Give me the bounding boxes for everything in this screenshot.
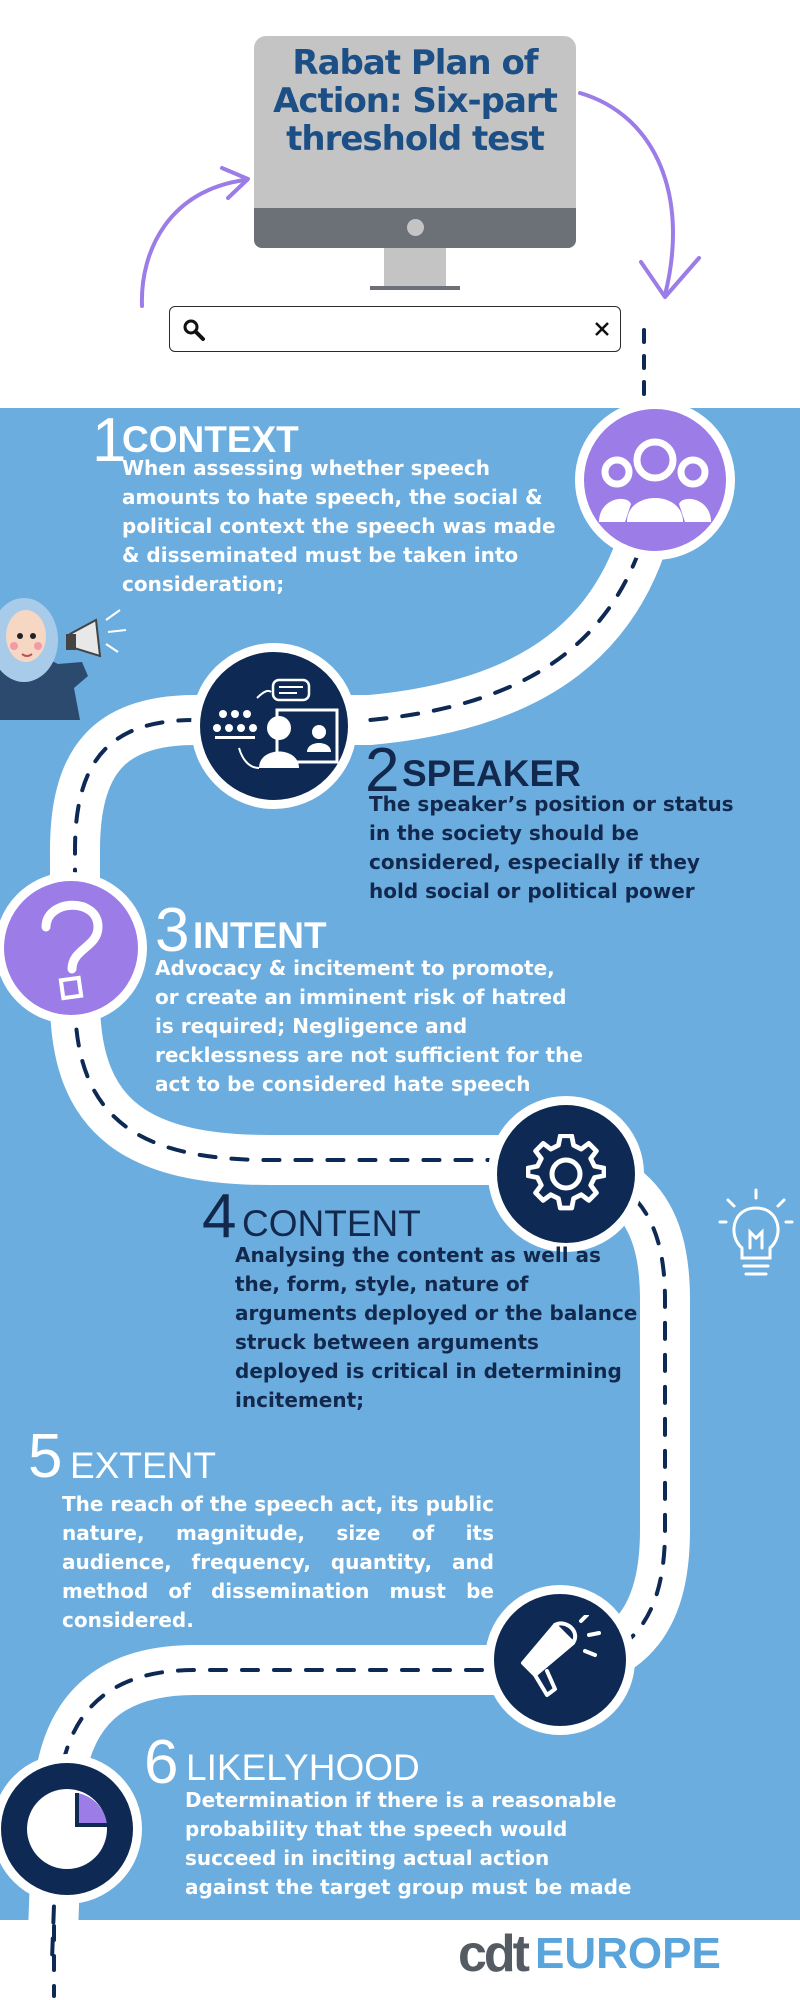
step-5-title: EXTENT bbox=[70, 1445, 216, 1486]
question-mark-icon bbox=[41, 900, 103, 1001]
cdt-europe-logo: cdt EUROPE bbox=[458, 1924, 721, 1984]
lightbulb-icon bbox=[718, 1188, 794, 1276]
step-6-body: Determination if there is a reasonable p… bbox=[185, 1788, 632, 1899]
step-1-icon-circle bbox=[575, 400, 735, 560]
search-icon[interactable] bbox=[182, 318, 206, 342]
gear-icon bbox=[526, 1134, 606, 1211]
step-6-number: 6 bbox=[144, 1728, 179, 1797]
step-4-body: Analysing the content as well as the, fo… bbox=[235, 1243, 638, 1412]
step-1-number: 1 bbox=[92, 406, 127, 475]
girl-with-megaphone-illustration bbox=[0, 598, 127, 720]
step-5-body: The reach of the speech act, its public … bbox=[62, 1492, 494, 1632]
step-3-number: 3 bbox=[155, 896, 190, 965]
step-1-body: When assessing whether speech amounts to… bbox=[122, 456, 556, 596]
step-3-icon-circle bbox=[0, 872, 147, 1024]
clear-search-icon[interactable] bbox=[594, 321, 610, 337]
step-4-number: 4 bbox=[202, 1182, 237, 1251]
group-icon bbox=[599, 438, 711, 522]
step-1-title: CONTEXT bbox=[122, 419, 299, 460]
logo-europe-text: EUROPE bbox=[535, 1929, 721, 1978]
step-5-number: 5 bbox=[28, 1422, 63, 1491]
monitor-power-dot bbox=[407, 219, 424, 236]
step-4-icon-circle bbox=[488, 1096, 644, 1252]
megaphone-icon bbox=[521, 1615, 601, 1697]
step-5-icon-circle bbox=[485, 1585, 635, 1735]
pie-chart-icon bbox=[27, 1789, 107, 1869]
step-3-body: Advocacy & incitement to promote, or cre… bbox=[155, 956, 583, 1096]
logo-cdt-text: cdt bbox=[458, 1925, 530, 1983]
step-4-title: CONTENT bbox=[242, 1203, 421, 1244]
search-bar[interactable] bbox=[169, 306, 621, 352]
monitor-screen: Rabat Plan of Action: Six-part threshold… bbox=[254, 36, 576, 248]
step-2-icon-circle bbox=[191, 643, 357, 809]
path-dashes-bottom bbox=[52, 1924, 56, 1998]
monitor-bezel bbox=[254, 208, 576, 248]
curved-arrow-left-icon bbox=[139, 166, 250, 308]
monitor-base bbox=[370, 286, 460, 290]
step-6-title: LIKELYHOOD bbox=[186, 1747, 420, 1788]
search-input[interactable] bbox=[216, 313, 560, 345]
page-title: Rabat Plan of Action: Six-part threshold… bbox=[273, 43, 558, 159]
presenter-icon bbox=[213, 678, 339, 769]
step-2-body: The speaker’s position or status in the … bbox=[369, 792, 734, 903]
step-3-title: INTENT bbox=[193, 915, 327, 956]
monitor-stand bbox=[384, 248, 446, 286]
step-6-icon-circle bbox=[0, 1754, 142, 1904]
curved-arrow-right-icon bbox=[578, 91, 701, 299]
step-2-title: SPEAKER bbox=[402, 753, 581, 794]
path-dashes-top bbox=[642, 328, 646, 412]
step-2-number: 2 bbox=[365, 736, 400, 805]
